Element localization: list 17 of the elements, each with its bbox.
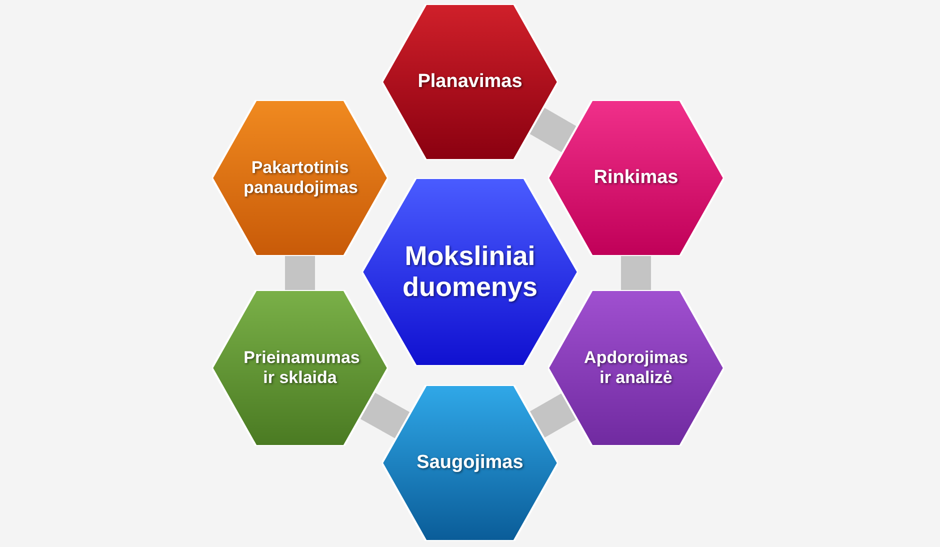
hexagon <box>382 4 558 160</box>
hexagon <box>212 100 388 256</box>
hexagon-label: Moksliniai duomenys <box>401 241 539 303</box>
hexagon-label: Saugojimas <box>416 452 524 474</box>
hexagon-label: Rinkimas <box>592 167 680 189</box>
hexagon <box>382 385 558 541</box>
connector-band <box>528 107 578 153</box>
hexagon-label: Apdorojimas ir analizė <box>583 348 689 388</box>
hexagon-label: Pakartotinis panaudojimas <box>244 158 356 198</box>
connector-band <box>360 392 410 439</box>
connector-band <box>285 256 315 290</box>
connector-band <box>529 393 577 438</box>
hexagon-label: Planavimas <box>416 71 524 93</box>
hexagon <box>212 290 388 446</box>
hexagon <box>548 290 724 446</box>
connector-band <box>621 256 651 290</box>
hexagon <box>548 100 724 256</box>
